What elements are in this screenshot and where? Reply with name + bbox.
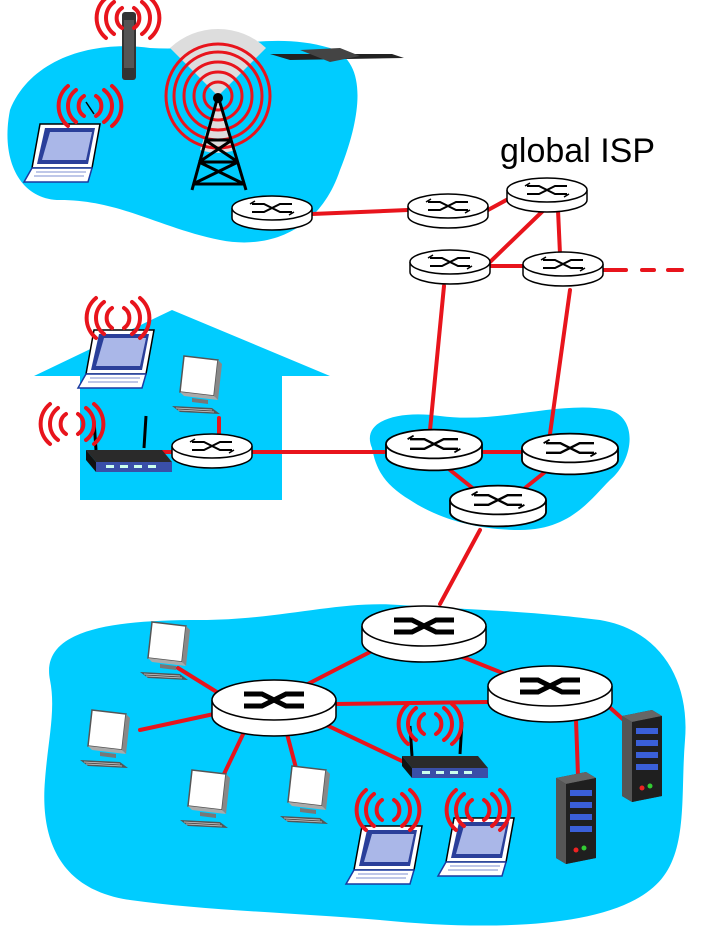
- router-icon: [171, 433, 253, 469]
- cell-tower-icon: [164, 28, 272, 191]
- server-icon: [556, 772, 596, 864]
- server-icon: [622, 710, 662, 802]
- home-network-region: [34, 310, 330, 500]
- router-icon: [384, 428, 484, 472]
- satellite-icon: [270, 48, 404, 62]
- router-icon: [522, 251, 604, 287]
- laptop-icon: [77, 329, 155, 389]
- router-icon: [409, 249, 491, 285]
- router-icon: [488, 666, 612, 722]
- smartphone-icon: [122, 12, 136, 80]
- router-icon: [448, 484, 548, 528]
- global-isp-label: global ISP: [500, 132, 655, 170]
- router-icon: [231, 195, 313, 231]
- router-icon: [506, 177, 588, 213]
- router-icon: [212, 680, 336, 736]
- router-icon: [407, 193, 489, 229]
- router-icon: [362, 606, 486, 662]
- router-icon: [520, 432, 620, 476]
